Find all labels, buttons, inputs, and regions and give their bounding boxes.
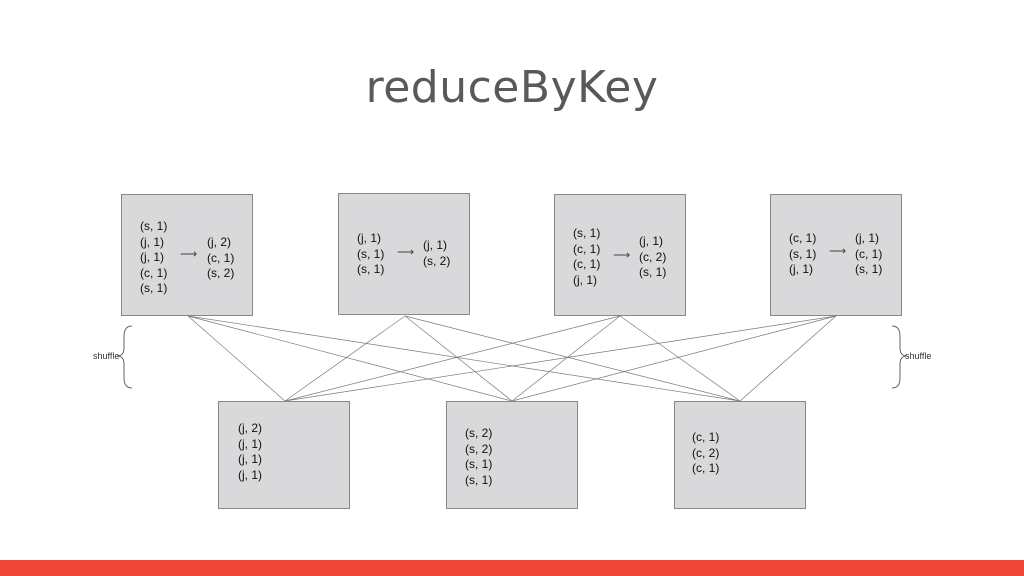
map-partition-2: (j, 1) (s, 1) (s, 1) ⟶ (j, 1) (s, 2) [338, 193, 470, 315]
shuffle-label-left: shuffle [93, 351, 120, 361]
shuffle-edge [404, 315, 513, 402]
shuffle-edge [511, 315, 837, 402]
input-pairs: (s, 1) (c, 1) (c, 1) (j, 1) [573, 226, 600, 288]
shuffle-edge [187, 315, 286, 402]
reduce-partition-1: (j, 2) (j, 1) (j, 1) (j, 1) [218, 401, 350, 509]
pair: (s, 2) [207, 266, 235, 280]
pair: (s, 1) [855, 262, 883, 276]
pair: (s, 1) [789, 246, 817, 261]
pair: (s, 2) [465, 441, 493, 456]
pair: (j, 1) [140, 234, 164, 249]
arrow-icon: ⟶ [397, 245, 415, 259]
shuffle-edge [511, 315, 621, 402]
pair: (j, 1) [140, 250, 164, 264]
shuffle-label-right: shuffle [905, 351, 932, 361]
pair: (j, 2) [238, 421, 262, 435]
pair: (j, 1) [855, 231, 879, 245]
map-partition-3: (s, 1) (c, 1) (c, 1) (j, 1) ⟶ (j, 1) (c,… [554, 194, 686, 316]
input-pairs: (j, 1) (s, 1) (s, 1) [357, 231, 384, 278]
pair: (c, 2) [692, 445, 720, 460]
shuffle-edge [187, 315, 741, 402]
shuffle-edge [187, 315, 513, 402]
pair: (j, 1) [238, 436, 262, 451]
pairs: (s, 2) (s, 2) (s, 1) (s, 1) [465, 426, 492, 488]
pair: (s, 1) [357, 262, 385, 276]
output-pairs: (j, 1) (s, 2) [423, 238, 450, 269]
output-pairs: (j, 2) (c, 1) (s, 2) [207, 235, 234, 282]
input-pairs: (s, 1) (j, 1) (j, 1) (c, 1) (s, 1) [140, 219, 167, 297]
arrow-icon: ⟶ [829, 244, 847, 258]
reduce-partition-3: (c, 1) (c, 2) (c, 1) [674, 401, 806, 509]
pair: (j, 1) [423, 238, 447, 252]
pair: (c, 1) [855, 246, 883, 261]
pair: (s, 1) [465, 472, 493, 487]
shuffle-brace-left [116, 325, 133, 389]
pair: (s, 1) [573, 226, 601, 240]
pair: (j, 1) [238, 467, 262, 482]
shuffle-edge [284, 315, 621, 402]
pair: (s, 1) [140, 281, 168, 295]
pair: (c, 1) [573, 241, 601, 256]
input-pairs: (c, 1) (s, 1) (j, 1) [789, 231, 816, 278]
accent-bar [0, 560, 1024, 576]
pair: (c, 1) [573, 257, 601, 271]
pair: (s, 1) [465, 457, 493, 471]
pair: (c, 1) [692, 461, 720, 475]
map-partition-4: (c, 1) (s, 1) (j, 1) ⟶ (j, 1) (c, 1) (s,… [770, 194, 902, 316]
shuffle-edge [284, 315, 837, 402]
pair: (j, 1) [639, 234, 663, 248]
shuffle-brace-right [891, 325, 908, 389]
pair: (j, 1) [573, 272, 597, 287]
output-pairs: (j, 1) (c, 2) (s, 1) [639, 234, 666, 281]
pair: (s, 2) [423, 253, 451, 268]
arrow-icon: ⟶ [180, 247, 198, 261]
pair: (s, 1) [357, 246, 385, 261]
pair: (j, 1) [789, 262, 813, 276]
pair: (c, 1) [207, 250, 235, 265]
pair: (s, 1) [639, 265, 667, 279]
shuffle-edge [619, 315, 741, 402]
pair: (j, 1) [357, 231, 381, 245]
page-title: reduceByKey [365, 62, 659, 113]
shuffle-edge [284, 315, 406, 402]
arrow-icon: ⟶ [613, 248, 631, 262]
pair: (c, 1) [692, 430, 720, 444]
pair: (c, 1) [789, 231, 817, 245]
output-pairs: (j, 1) (c, 1) (s, 1) [855, 231, 882, 278]
pairs: (c, 1) (c, 2) (c, 1) [692, 430, 719, 477]
pair: (j, 2) [207, 235, 231, 249]
map-partition-1: (s, 1) (j, 1) (j, 1) (c, 1) (s, 1) ⟶ (j,… [121, 194, 253, 316]
shuffle-edge [404, 315, 741, 402]
pair: (s, 1) [140, 219, 168, 233]
pair: (s, 2) [465, 426, 493, 440]
pairs: (j, 2) (j, 1) (j, 1) (j, 1) [238, 421, 262, 483]
pair: (c, 1) [140, 265, 168, 280]
shuffle-edge [739, 315, 837, 402]
pair: (c, 2) [639, 249, 667, 264]
reduce-partition-2: (s, 2) (s, 2) (s, 1) (s, 1) [446, 401, 578, 509]
pair: (j, 1) [238, 452, 262, 466]
